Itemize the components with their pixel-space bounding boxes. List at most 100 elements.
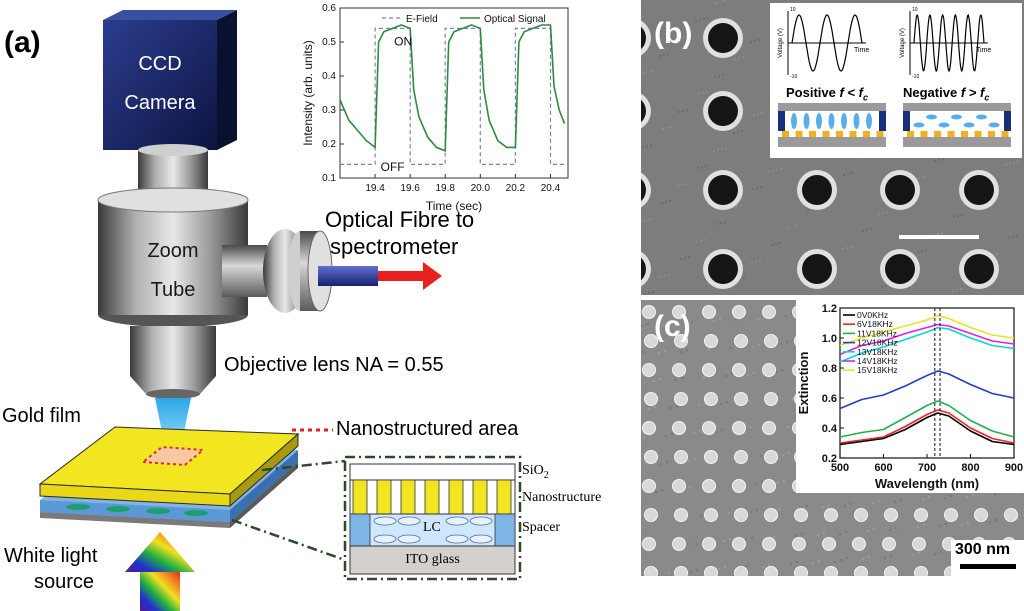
sem-texture [933,552,937,556]
sem-texture [717,74,721,78]
nanopillar [732,479,746,493]
sem-texture [641,145,645,149]
sem-texture [1016,517,1020,521]
sem-texture [754,260,758,264]
spacer-block [903,111,910,131]
sem-texture [699,239,703,243]
sem-texture [757,343,761,347]
sem-texture [675,404,679,408]
sem-texture [729,346,733,350]
spacer-block [879,111,886,131]
nanopillar [702,421,716,435]
sem-texture [822,531,826,535]
nanopillar [792,537,806,551]
y-tick-label: 0.4 [822,423,838,435]
y-tick-label: 1.2 [822,303,837,315]
sem-texture [720,428,724,432]
nanopillar [702,305,716,319]
spacer-block [1004,111,1011,131]
wave-ytick: -10 [912,74,919,80]
camera-mount [138,144,208,195]
sem-texture [662,53,666,57]
sem-texture [676,184,680,188]
nanostructure-block [961,131,968,137]
lc-molecule [866,113,872,129]
sem-texture [750,536,754,540]
nanostructure-block [920,131,928,137]
lc-molecule [938,122,950,128]
nanopillar [644,392,658,406]
lc-molecule [803,113,810,129]
nanopillar [704,392,718,406]
sem-texture [643,292,647,295]
nanopillar [644,450,658,464]
nanopillar [702,479,716,493]
sem-texture [689,570,693,574]
wave-ytick: 10 [790,7,796,13]
y-tick-label: 0.8 [822,363,837,375]
sem-texture [777,507,781,511]
nanopillar [642,363,656,377]
sem-texture [770,243,774,247]
sem-texture [682,35,686,39]
nanohole [802,254,832,284]
cross-section-inset [343,455,522,581]
panel-b-label: (b) [654,17,693,50]
sem-texture [894,526,898,530]
nanostructure-block [836,131,843,137]
sem-texture [827,503,831,507]
lc-molecule [828,113,835,129]
nanopillar [672,479,686,493]
nanopillar [672,537,686,551]
nanostructure-block [1001,131,1009,137]
sem-texture [845,556,849,560]
sem-texture [724,374,728,378]
sem-texture [790,225,794,229]
nanostructure-block [849,131,857,137]
sem-texture [786,226,790,230]
y-tick-label: 0.5 [322,37,336,48]
y-axis-label: Extinction [796,352,811,415]
sem-texture [706,16,710,20]
y-tick-label: 0.2 [322,139,336,150]
sem-texture [778,241,782,245]
sem-texture [747,399,751,403]
nanostructure-block [863,131,870,137]
y-tick-label: 0.6 [822,393,837,405]
nanohole [964,175,994,205]
nanopillar [732,421,746,435]
sem-texture [943,496,947,500]
nanohole [708,254,738,284]
nanopillar [762,537,776,551]
lc-molecule [853,113,860,129]
sem-texture [748,425,752,429]
layer-ito-label: ITO glass [405,552,460,567]
sem-texture [652,379,656,383]
sem-texture [920,249,924,253]
positive-label: Positive f < fc [786,85,868,103]
nanohole [964,254,994,284]
nanohole [708,96,738,126]
nanopillar [764,392,778,406]
sem-texture [937,158,941,162]
sem-texture [933,159,937,163]
device-stack [38,426,300,528]
nanopillar [794,566,808,576]
series-line [340,27,568,165]
lc-molecule [988,122,1000,128]
nanopillar [704,566,718,576]
nanostructure-block [907,131,914,137]
sem-texture [665,126,669,130]
nanopillar [852,537,866,551]
sem-texture [780,368,784,372]
zoom-label-1: Zoom [147,240,199,262]
sem-texture [650,69,654,73]
layer-nano-label: Nanostructure [522,490,602,505]
sem-texture [664,434,668,438]
sem-texture [696,166,700,170]
lc-molecule [791,113,797,129]
sem-texture [956,214,960,218]
series-line [839,314,1015,347]
